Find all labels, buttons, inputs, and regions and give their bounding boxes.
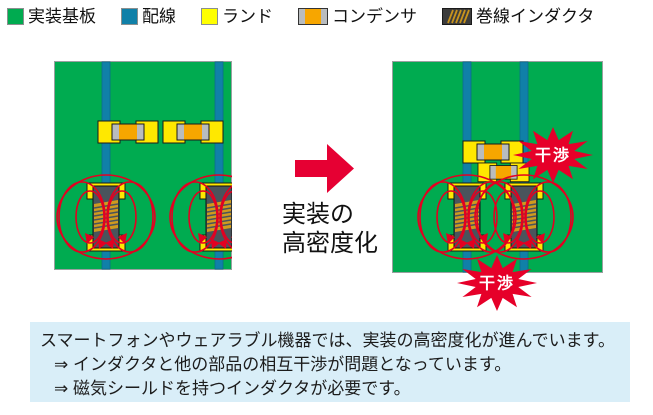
legend-item-capacitor: コンデンサ: [298, 8, 417, 25]
legend-item-inductor: 巻線インダクタ: [442, 8, 594, 25]
wire: [101, 61, 111, 270]
legend-item-label: 配線: [142, 7, 176, 26]
legend-item-label: 巻線インダクタ: [476, 7, 595, 26]
note-box: スマートフォンやウェアラブル機器では、実装の高密度化が進んでいます。 ⇒ インダ…: [30, 322, 630, 402]
capacitor: [462, 140, 524, 164]
note-line: スマートフォンやウェアラブル機器では、実装の高密度化が進んでいます。: [40, 331, 615, 350]
legend: 実装基板 配線 ランド コンデンサ 巻線インダクタ: [7, 8, 594, 25]
inductor-swatch-icon: [442, 8, 472, 25]
board-swatch-icon: [7, 8, 24, 25]
legend-item-label: ランド: [222, 7, 273, 26]
interference-label: 干渉: [479, 274, 515, 293]
interference-starburst-top: 干渉: [513, 127, 593, 183]
right-pcb-diagram: 干渉 干渉: [392, 61, 603, 311]
left-pcb-diagram: [54, 61, 232, 270]
legend-item-land: ランド: [201, 8, 273, 25]
interference-label: 干渉: [535, 146, 571, 165]
legend-item-board: 実装基板: [7, 8, 96, 25]
interference-starburst-bottom: 干渉: [457, 255, 537, 311]
densification-arrow: [295, 144, 354, 193]
legend-item-label: コンデンサ: [332, 7, 417, 26]
wire: [214, 61, 224, 270]
wire-swatch-icon: [121, 8, 138, 25]
densification-label-line2: 高密度化: [282, 230, 378, 257]
capacitor: [97, 120, 159, 144]
legend-item-wire: 配線: [121, 8, 176, 25]
densification-label: 実装の 高密度化: [282, 200, 378, 258]
capacitor: [162, 120, 224, 144]
note-line: ⇒ インダクタと他の部品の相互干渉が問題となっています。: [54, 355, 512, 374]
legend-item-label: 実装基板: [28, 7, 96, 26]
note-line: ⇒ 磁気シールドを持つインダクタが必要です。: [54, 379, 411, 398]
capacitor-swatch-icon: [298, 8, 328, 25]
densification-label-line1: 実装の: [282, 201, 354, 228]
land-swatch-icon: [201, 8, 218, 25]
